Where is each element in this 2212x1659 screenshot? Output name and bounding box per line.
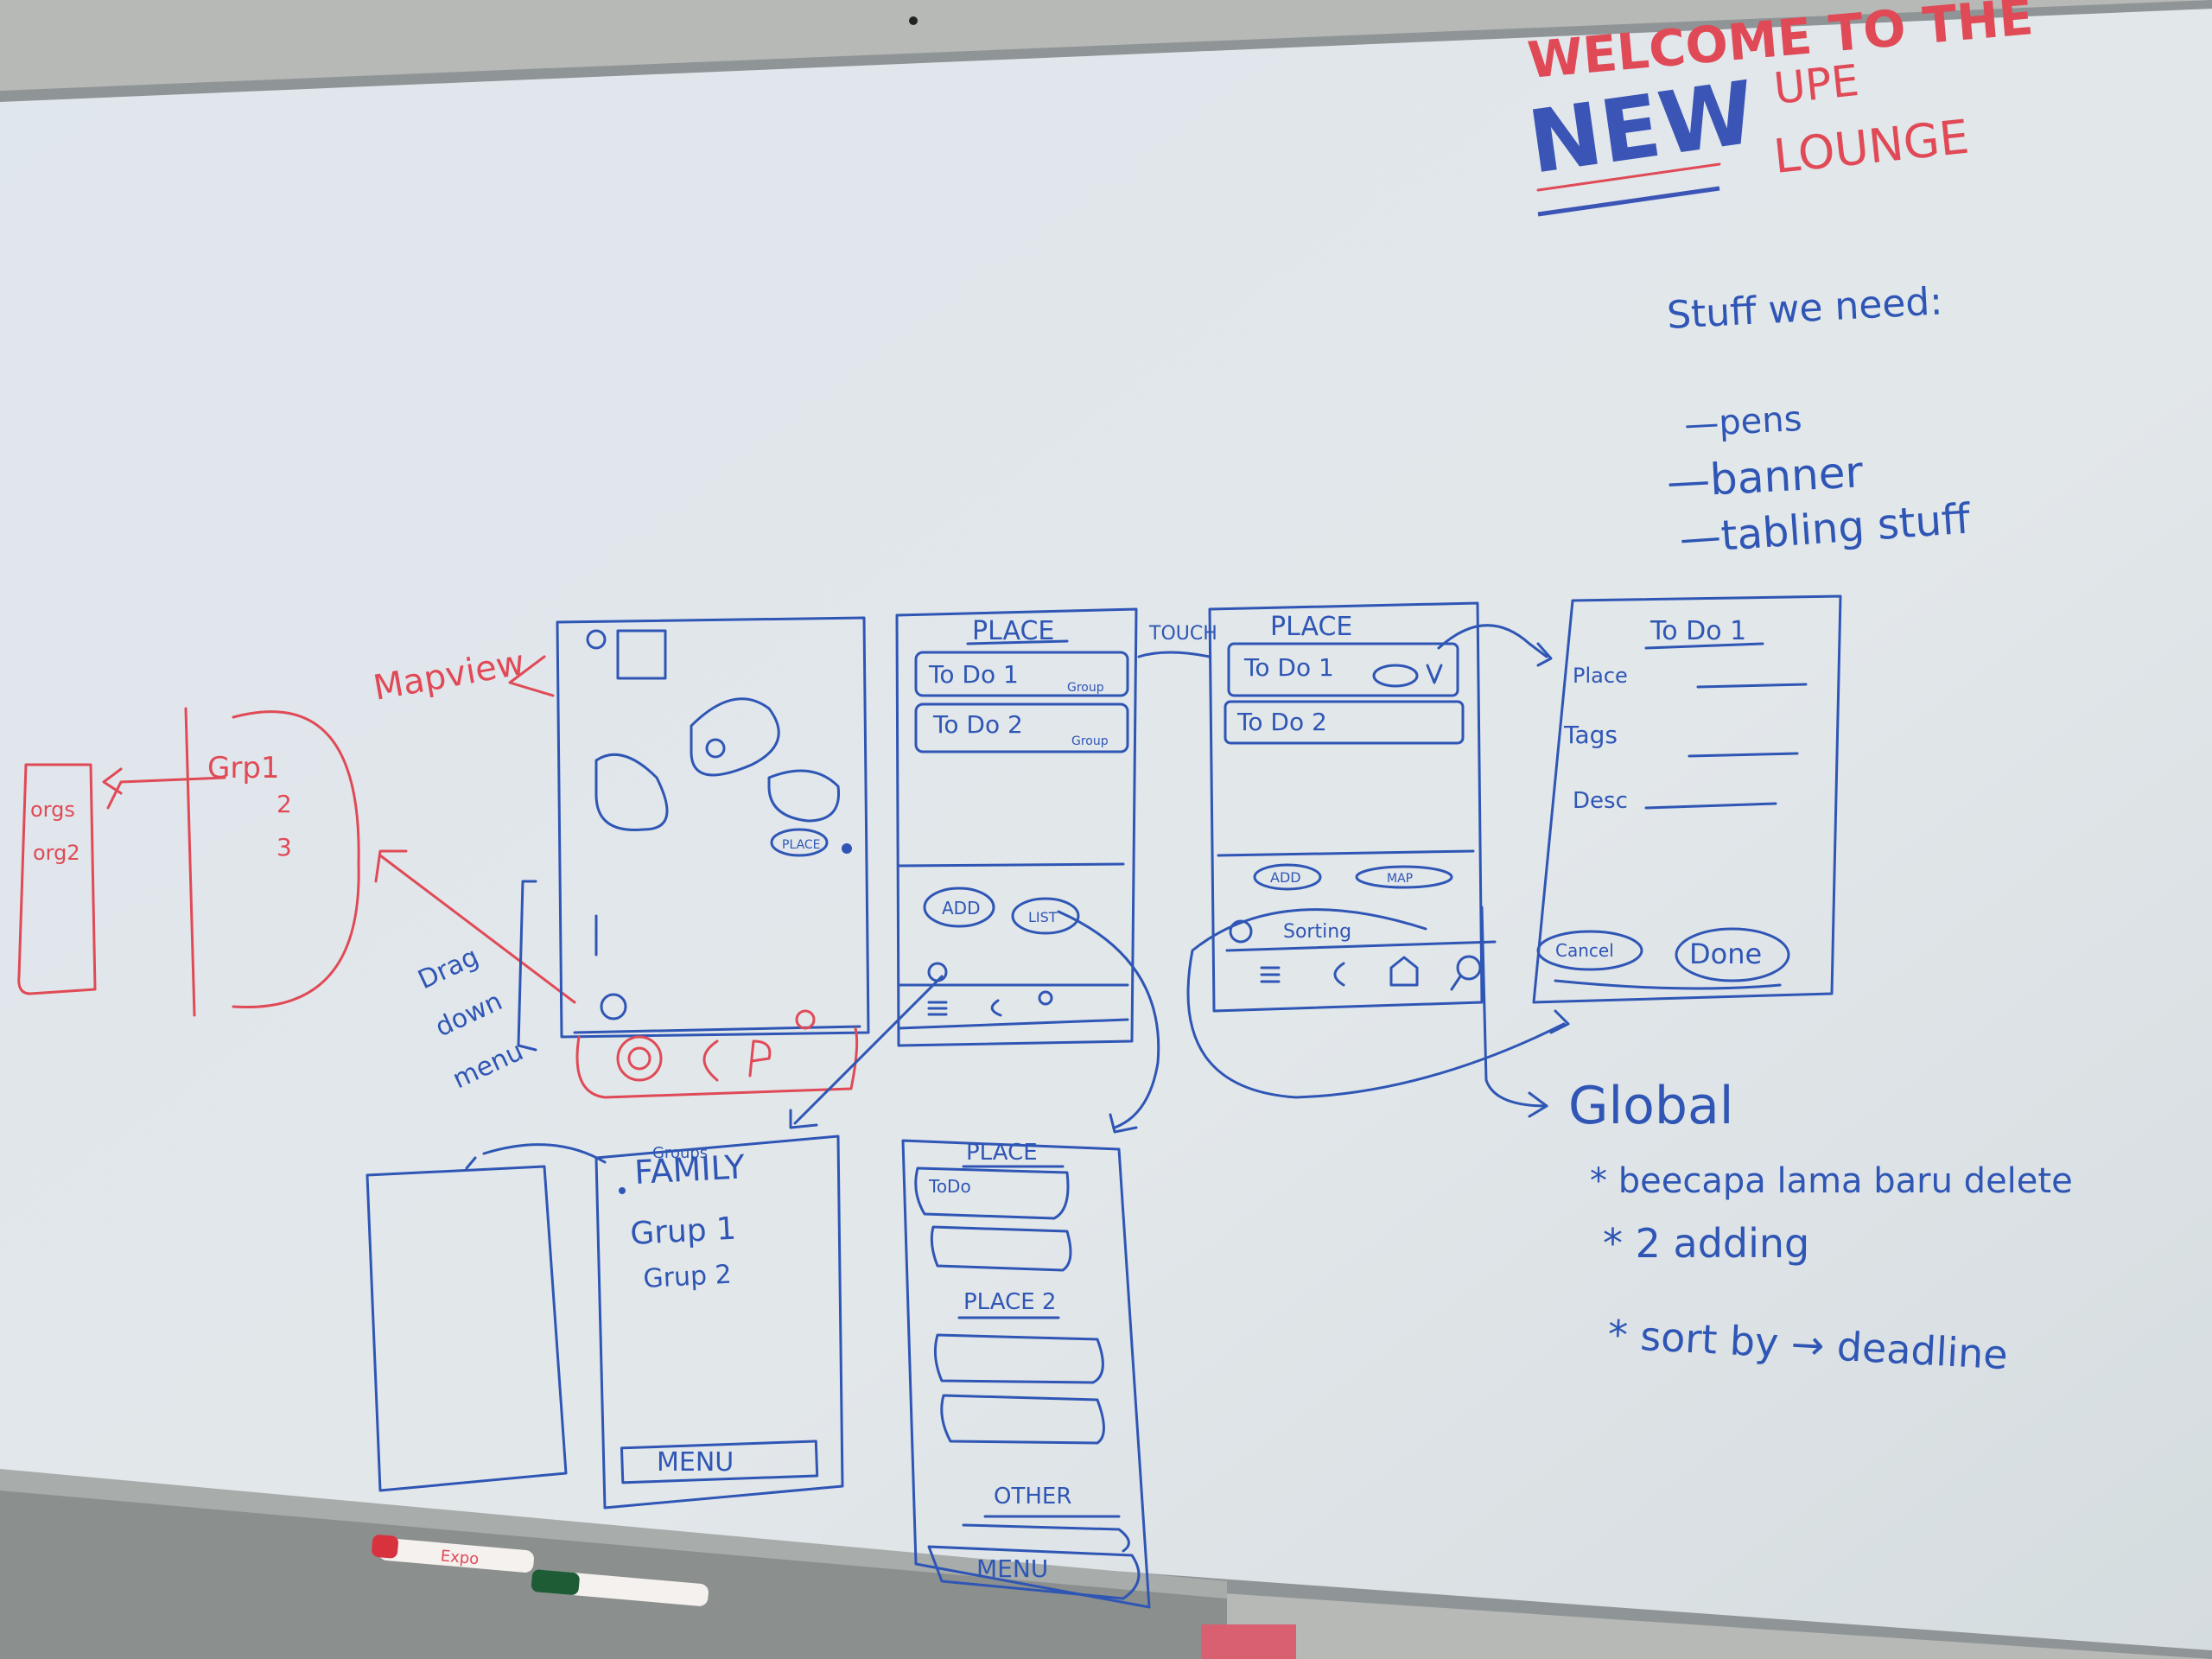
todo-card[interactable] [914, 651, 1129, 697]
done-button[interactable] [1675, 927, 1790, 982]
menu-label: MENU [976, 1554, 1048, 1583]
sort-label: Sorting [1283, 921, 1351, 943]
place-pin-label: PLACE [782, 838, 821, 852]
screen-place-expanded: PLACE To Do 1 To Do 2 ADD MAP Sorting [1186, 601, 1570, 1118]
screen6-other: OTHER [994, 1484, 1071, 1510]
screen-groups: Groups FAMILY Grup 1 Grup 2 MENU [365, 1135, 844, 1510]
map-thumbnail [616, 629, 667, 680]
place-pin[interactable] [770, 828, 829, 857]
menu-button[interactable] [927, 1545, 1141, 1600]
group-item-2[interactable]: Grup 2 [643, 1260, 733, 1294]
cancel-label: Cancel [1555, 940, 1614, 961]
global-notes: Global * beecapa lama baru delete * 2 ad… [1568, 1076, 2073, 1378]
menu-button[interactable] [620, 1440, 819, 1484]
map-blob [594, 753, 669, 831]
screen3-title: PLACE [1270, 612, 1352, 642]
todo-card-label: To Do 1 [1243, 653, 1334, 682]
group-item-family[interactable]: FAMILY [633, 1147, 747, 1192]
left-note-a: orgs [30, 798, 75, 822]
map-chip[interactable] [1355, 865, 1453, 889]
map-chip-label: MAP [1387, 872, 1413, 886]
left-note-c: Grp1 [207, 751, 280, 785]
red-sticker [1201, 1624, 1296, 1659]
global-title: Global [1568, 1076, 1733, 1136]
field-place: Place [1573, 664, 1628, 688]
touch-label: TOUCH [1148, 623, 1217, 645]
red-marker[interactable]: Expo [372, 1535, 535, 1573]
todo-card-tag: Group [1067, 681, 1104, 695]
global-note-2: * 2 adding [1603, 1220, 1809, 1267]
tray-lip [0, 1469, 1227, 1599]
todo-card-label: To Do 2 [932, 710, 1023, 739]
green-marker[interactable] [531, 1569, 709, 1607]
add-chip[interactable] [1253, 863, 1322, 891]
add-button[interactable] [923, 887, 995, 928]
add-chip-label: ADD [1270, 869, 1301, 886]
upe-word: UPE [1771, 55, 1861, 114]
left-note-b: org2 [33, 841, 80, 865]
menu-label: MENU [657, 1447, 734, 1478]
left-note-d: 2 [276, 790, 292, 818]
todo-card[interactable] [914, 1166, 1070, 1220]
screen6-first-item: ToDo [928, 1176, 971, 1197]
thumbtack [909, 16, 918, 25]
todo-card[interactable] [914, 702, 1129, 753]
cancel-button[interactable] [1536, 930, 1643, 971]
todo-card[interactable] [933, 1333, 1104, 1384]
need-item-pens: —pens [1683, 399, 1802, 445]
todo-card[interactable] [1224, 700, 1465, 745]
todo-card[interactable] [1227, 642, 1459, 697]
screen6-title2: PLACE 2 [963, 1289, 1056, 1315]
marker-tray [0, 1482, 1227, 1659]
list-button[interactable] [1011, 897, 1080, 935]
need-item-banner: —banner [1666, 447, 1865, 507]
group-item-1[interactable]: Grup 1 [629, 1211, 737, 1252]
field-tags: Tags [1563, 721, 1618, 749]
global-note-1: * beecapa lama baru delete [1590, 1161, 2073, 1201]
todo-card-tag: Group [1071, 734, 1109, 748]
done-label: Done [1689, 938, 1762, 970]
todo-card[interactable] [940, 1394, 1105, 1445]
add-button-label: ADD [942, 898, 980, 918]
board-surface [0, 9, 2212, 1650]
screen-place-scroll: PLACE ToDo PLACE 2 OTHER MENU [901, 1139, 1151, 1609]
list-button-label: LIST [1028, 909, 1058, 925]
field-desc: Desc [1573, 788, 1628, 814]
screen-todo-detail: To Do 1 Place Tags Desc Cancel Done [1532, 594, 1842, 1004]
screen4-title: To Do 1 [1649, 616, 1746, 646]
map-bottom-bar [575, 1027, 859, 1099]
todo-card[interactable] [930, 1225, 1072, 1272]
screen6-title: PLACE [966, 1140, 1038, 1166]
map-blob [767, 769, 841, 823]
screen-place-list: PLACE To Do 1 Group To Do 2 Group ADD LI… [789, 607, 1217, 1134]
map-blob [690, 697, 780, 777]
left-note-e: 3 [276, 833, 292, 861]
groups-header: Groups [652, 1144, 708, 1162]
marker-brand: Expo [440, 1547, 480, 1568]
todo-card-label: To Do 2 [1236, 708, 1327, 736]
blank-panel [365, 1165, 568, 1492]
todo-card-label: To Do 1 [928, 660, 1019, 689]
